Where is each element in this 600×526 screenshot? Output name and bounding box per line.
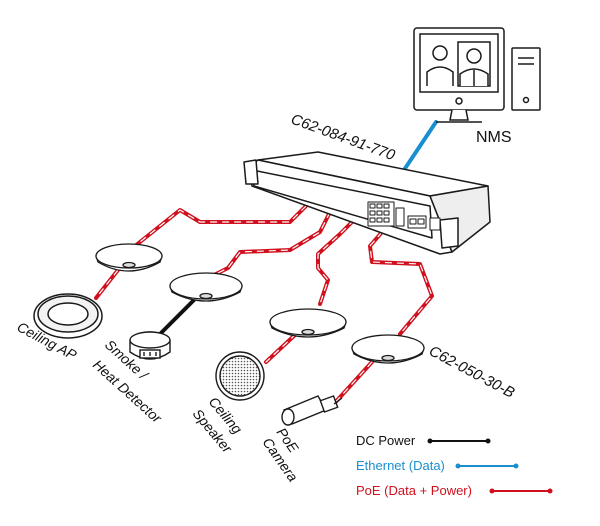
cables bbox=[94, 120, 438, 408]
poe-camera-device bbox=[281, 395, 343, 426]
legend-dc-power: DC Power bbox=[356, 433, 491, 448]
legend-poe-label: PoE (Data + Power) bbox=[356, 483, 472, 498]
legend-ethernet: Ethernet (Data) bbox=[356, 458, 519, 473]
poe-cable-smoke-in bbox=[206, 210, 332, 280]
extender-model-label: C62-050-30-B bbox=[426, 343, 517, 402]
legend-ethernet-label: Ethernet (Data) bbox=[356, 458, 445, 473]
ceiling-speaker-device bbox=[215, 351, 265, 401]
legend: DC Power Ethernet (Data) PoE (Data + Pow… bbox=[356, 433, 553, 498]
poe-cable-ap-in bbox=[128, 204, 308, 252]
extender-speaker bbox=[269, 308, 347, 338]
legend-dc-power-label: DC Power bbox=[356, 433, 416, 448]
ceiling-ap-device bbox=[33, 293, 103, 339]
ethernet-cable bbox=[402, 120, 438, 172]
dc-power-cable bbox=[158, 298, 196, 336]
extender-camera bbox=[351, 334, 425, 364]
video-call-icon bbox=[426, 41, 491, 87]
poe-switch bbox=[243, 151, 491, 255]
legend-poe: PoE (Data + Power) bbox=[356, 483, 553, 498]
extender-ap bbox=[95, 243, 163, 272]
switch-ports bbox=[367, 201, 441, 231]
nms-computer bbox=[413, 27, 541, 123]
poe-cable-speaker-out bbox=[264, 332, 298, 364]
poe-cable-speaker-in bbox=[316, 218, 356, 306]
smoke-detector-device bbox=[129, 331, 171, 360]
nms-label: NMS bbox=[476, 129, 512, 146]
extender-smoke bbox=[169, 272, 243, 302]
